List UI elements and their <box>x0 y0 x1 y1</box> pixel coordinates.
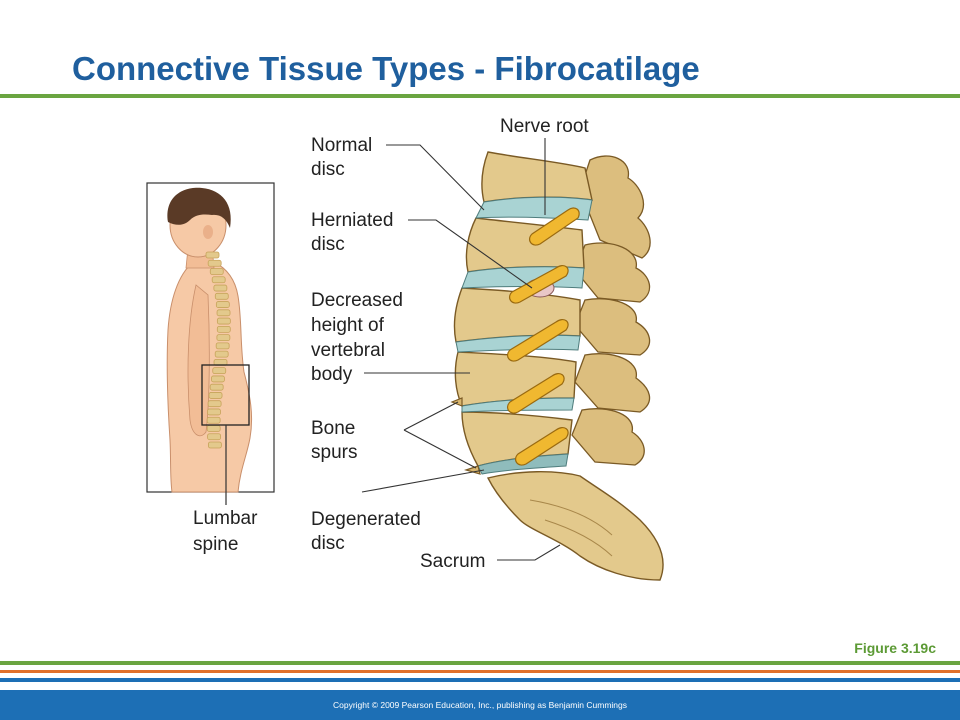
herniated-disc-label: Herniated disc <box>311 210 399 255</box>
body-vertebra <box>214 292 229 300</box>
footer-stripe-blue <box>0 678 960 682</box>
sacrum-label: Sacrum <box>420 551 485 572</box>
sacrum-shape <box>486 471 664 581</box>
vertebral-processes <box>571 155 651 466</box>
body-vertebra <box>205 251 220 259</box>
body-vertebra <box>215 301 230 308</box>
body-vertebra <box>209 268 224 275</box>
slide-title: Connective Tissue Types - Fibrocatilage <box>72 50 700 87</box>
detailed-spine <box>450 151 664 581</box>
figure-reference: Figure 3.19c <box>854 640 936 656</box>
degenerated-disc-label: Degenerated disc <box>311 509 426 554</box>
body-vertebra <box>216 317 231 325</box>
body-vertebra <box>206 416 221 424</box>
body-vertebra <box>211 276 226 284</box>
body-vertebra <box>207 259 222 267</box>
body-vertebra <box>208 392 223 399</box>
vertebra-l1 <box>481 151 593 203</box>
footer-stripe-orange <box>0 670 960 673</box>
hair <box>167 187 231 228</box>
normal-disc-label: Normal disc <box>311 135 378 180</box>
body-vertebra <box>214 350 229 358</box>
footer-stripe-green <box>0 661 960 665</box>
body-vertebra <box>216 325 231 333</box>
footer-bar <box>0 690 960 720</box>
body-spine <box>205 251 231 449</box>
body-vertebra <box>213 284 228 292</box>
body-vertebra <box>207 433 222 441</box>
body-vertebra <box>207 400 222 408</box>
bone-spurs-label: Bone spurs <box>311 418 361 463</box>
body-vertebra <box>216 309 231 317</box>
nerve-root-label: Nerve root <box>500 116 589 137</box>
leader-lines <box>361 138 561 561</box>
body-vertebra <box>211 375 225 383</box>
decreased-height-label: Decreased height of vertebral body <box>311 290 408 385</box>
body-vertebra <box>216 334 231 342</box>
copyright-text: Copyright © 2009 Pearson Education, Inc.… <box>332 700 627 710</box>
body-vertebra <box>206 425 221 432</box>
body-vertebra <box>215 342 230 350</box>
body-vertebra <box>212 367 227 375</box>
body-vertebra <box>209 383 224 391</box>
title-divider <box>0 94 960 98</box>
body-vertebra <box>207 441 222 449</box>
nerve-roots <box>506 207 580 466</box>
body-vertebra <box>207 408 221 416</box>
lumbar-spine-label: Lumbar spine <box>193 508 263 555</box>
